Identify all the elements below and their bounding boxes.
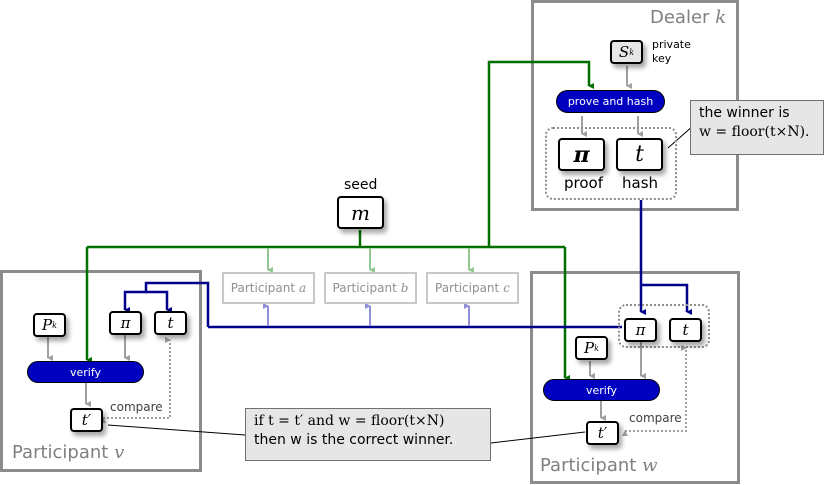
seed-line-to-dealer — [487, 60, 594, 247]
v-verify-pill: verify — [27, 361, 144, 383]
w-compare-label: compare — [629, 411, 682, 425]
w-hash-box: t — [669, 318, 702, 342]
proof-label: proof — [564, 174, 603, 192]
dealer-title: Dealer k — [650, 7, 727, 28]
private-key-label: private key — [652, 38, 691, 65]
w-proof-box: π — [624, 318, 657, 342]
v-result-box: t′ — [70, 408, 103, 432]
participant-w-title: Participant w — [540, 455, 658, 476]
winner-callout-pointer — [667, 124, 695, 149]
w-verify-pill: verify — [543, 379, 660, 401]
seed-label: seed — [344, 177, 378, 193]
verify-callout-pointer-w — [490, 431, 586, 444]
proof-box: π — [558, 138, 605, 171]
v-hash-box: t — [154, 311, 187, 335]
hash-label: hash — [622, 174, 659, 192]
compare-line-w — [622, 345, 687, 436]
participant-v-title: Participant v — [12, 442, 125, 463]
v-compare-label: compare — [110, 400, 163, 414]
v-proof-box: π — [109, 311, 142, 335]
winner-callout: the winner is w = floor(t×N). — [690, 100, 824, 155]
verify-callout: if t = t′ and w = floor(t×N) then w is t… — [245, 408, 491, 461]
hash-box: t — [616, 138, 663, 171]
seed-box: m — [337, 196, 384, 229]
w-result-box: t′ — [586, 421, 619, 445]
dealer-output-group — [545, 127, 677, 200]
verify-callout-pointer-v — [107, 424, 246, 436]
prove-and-hash-pill: prove and hash — [556, 90, 665, 113]
w-input-group — [618, 304, 710, 348]
proof-line-from-dealer — [639, 200, 692, 315]
proof-line-to-v-t — [146, 290, 172, 313]
proof-line-to-v — [123, 281, 210, 327]
